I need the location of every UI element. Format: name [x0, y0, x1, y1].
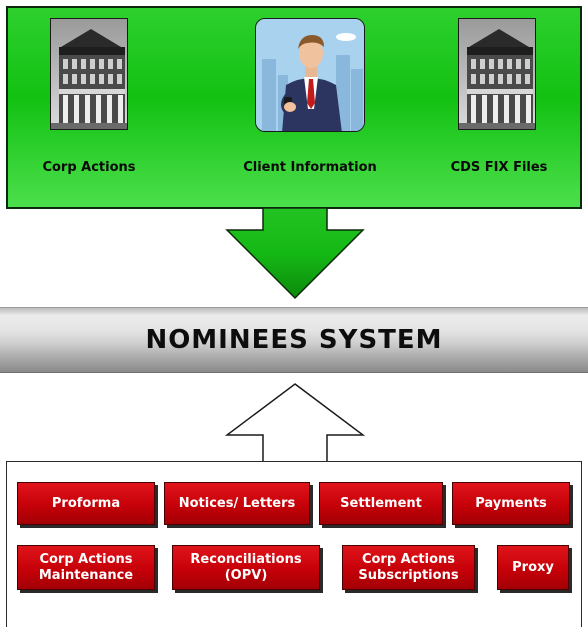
input-sources-panel: Corp Actions Client Inf [6, 6, 582, 209]
module-notices-letters[interactable]: Notices/ Letters [164, 482, 310, 525]
module-payments[interactable]: Payments [452, 482, 570, 525]
source-label: Client Information [243, 160, 377, 175]
module-proforma[interactable]: Proforma [17, 482, 155, 525]
arrow-down-icon [225, 207, 365, 304]
source-label: Corp Actions [42, 160, 136, 175]
modules-panel: Proforma Notices/ Letters Settlement Pay… [6, 461, 582, 627]
building-photo-icon [50, 18, 128, 130]
module-proxy[interactable]: Proxy [497, 545, 569, 590]
arrow-up-icon [224, 383, 366, 467]
businessman-icon [255, 18, 365, 132]
system-title: NOMINEES SYSTEM [145, 325, 443, 355]
nominees-system-bar: NOMINEES SYSTEM [0, 307, 588, 373]
module-corp-actions-maintenance[interactable]: Corp Actions Maintenance [17, 545, 155, 590]
source-label: CDS FIX Files [450, 160, 548, 175]
module-reconciliations[interactable]: Reconciliations (OPV) [172, 545, 320, 590]
module-settlement[interactable]: Settlement [319, 482, 443, 525]
building-photo-icon [458, 18, 536, 130]
module-corp-actions-subscriptions[interactable]: Corp Actions Subscriptions [342, 545, 475, 590]
